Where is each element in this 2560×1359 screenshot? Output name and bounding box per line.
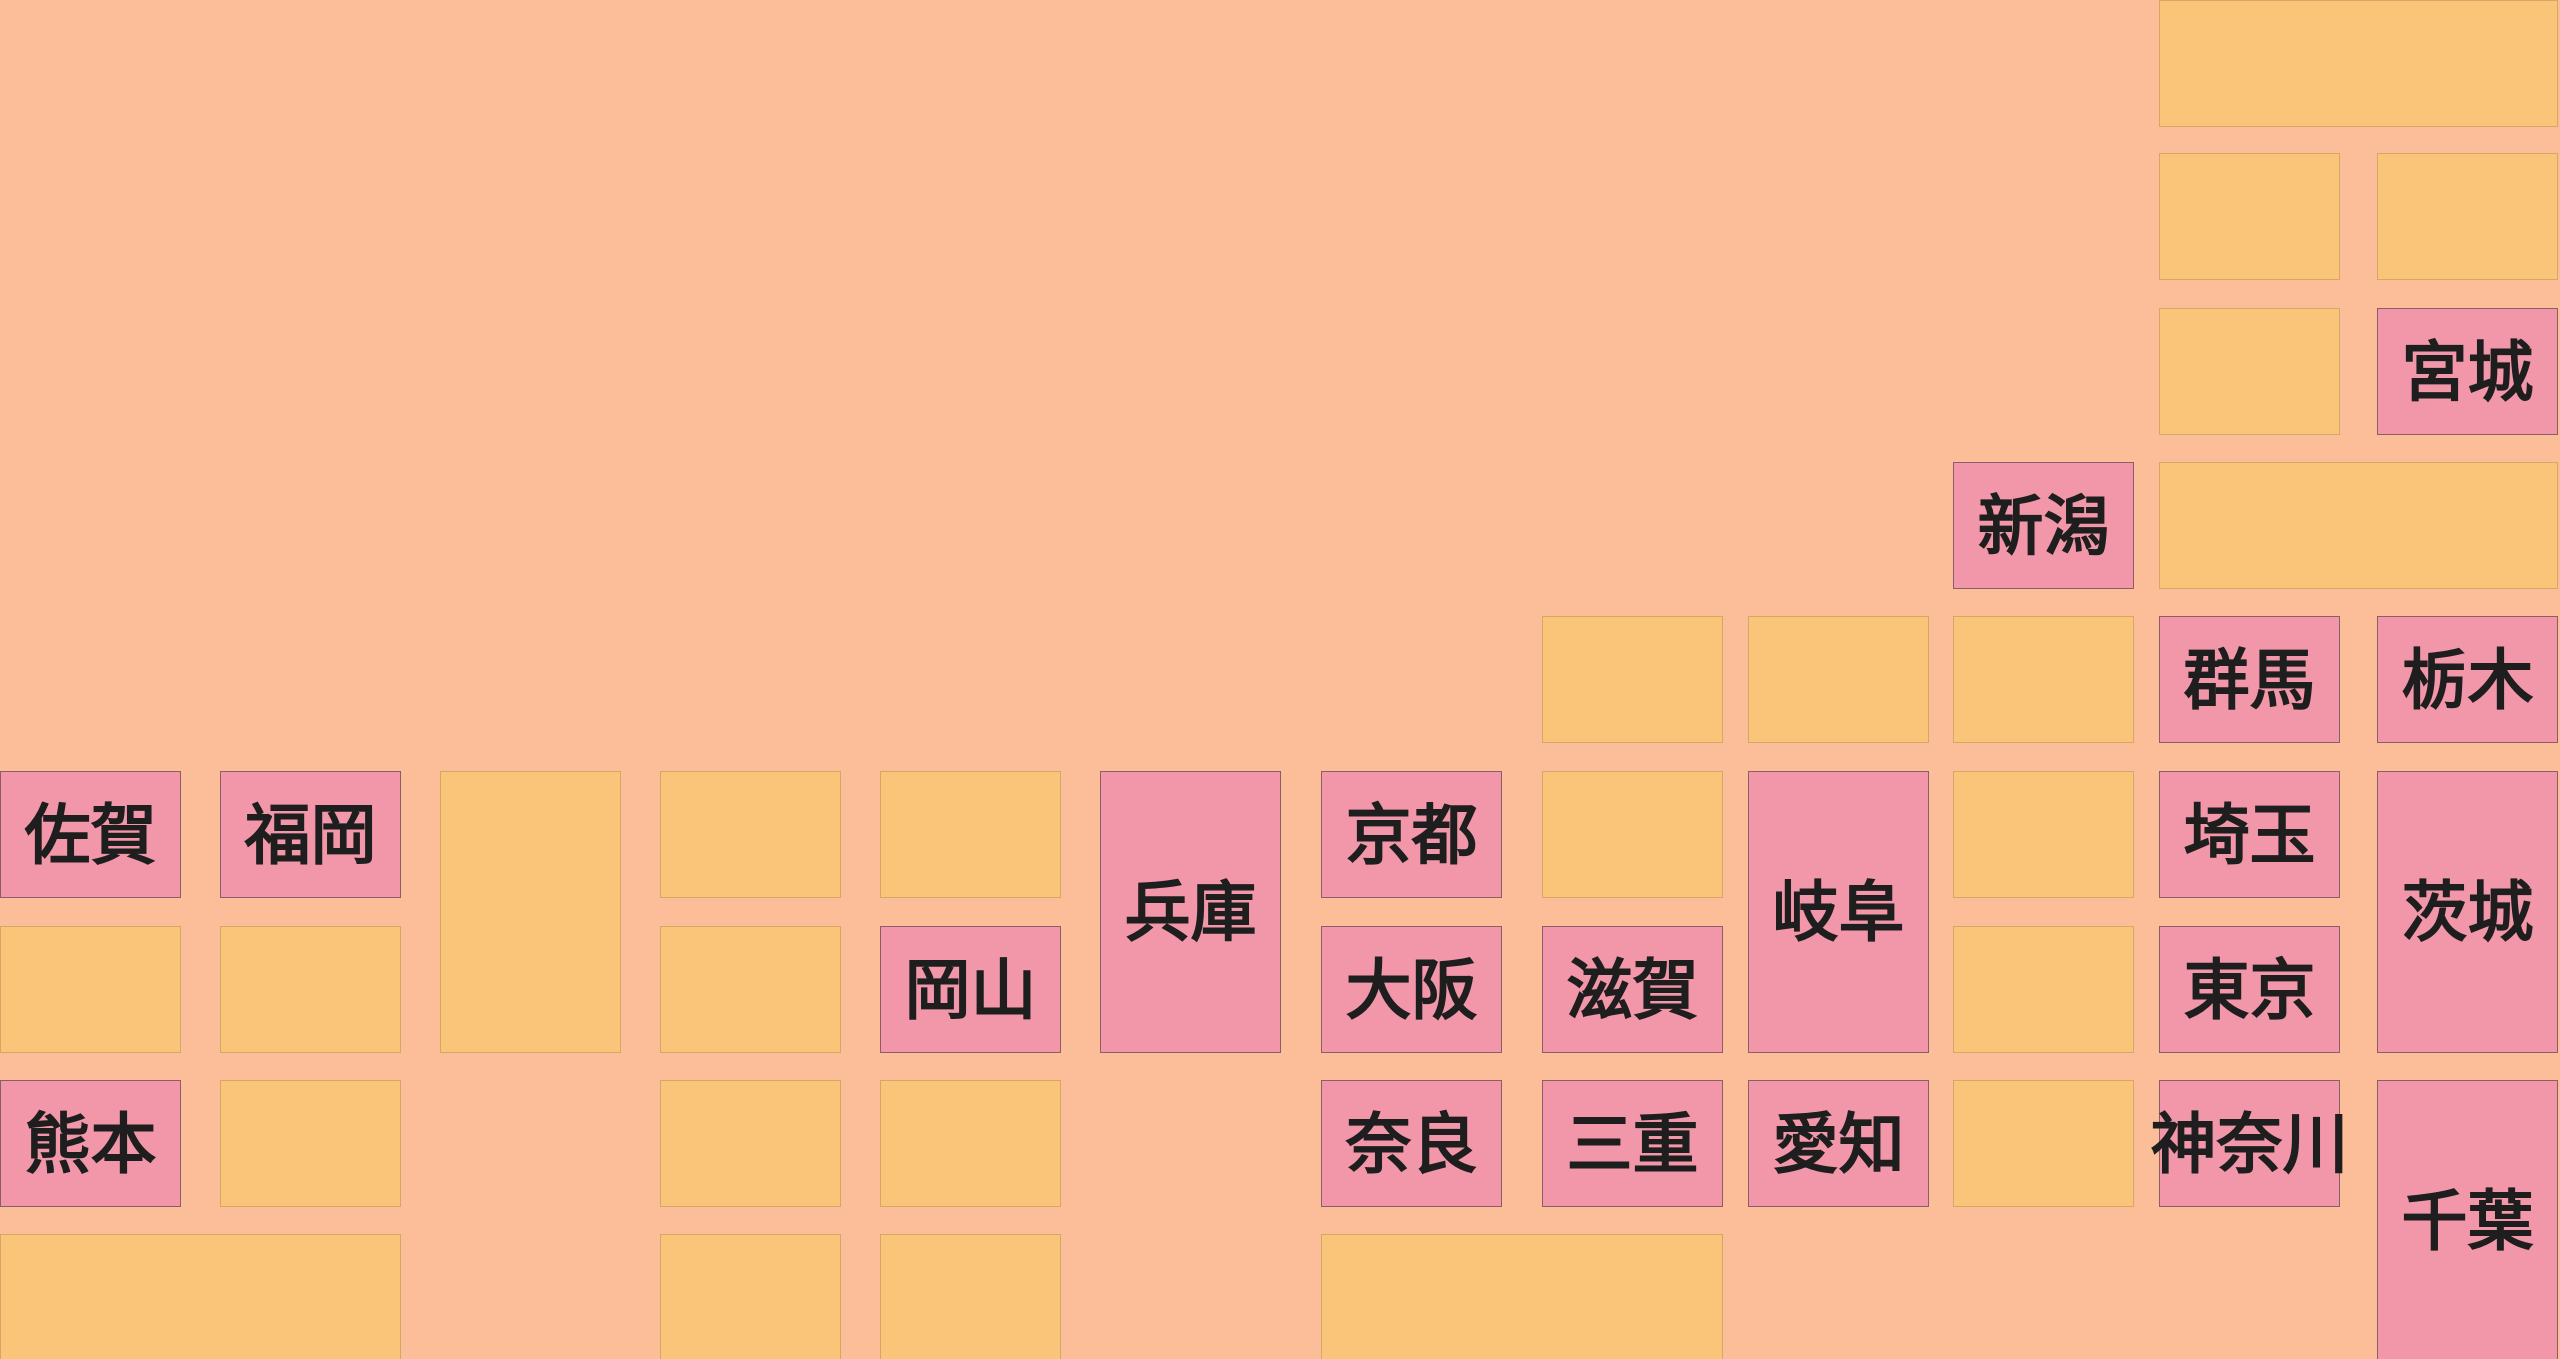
prefecture-label: 神奈川 <box>2150 1106 2349 1181</box>
tile-plain-h[interactable] <box>1953 616 2134 743</box>
tile-plain-q[interactable] <box>1953 926 2134 1053</box>
tile-plain-x[interactable] <box>880 1234 1061 1359</box>
tile-chiba[interactable]: 千葉 <box>2377 1080 2558 1359</box>
tile-plain-e[interactable] <box>2159 462 2558 589</box>
tile-plain-p[interactable] <box>660 926 841 1053</box>
prefecture-label: 東京 <box>2183 952 2316 1027</box>
prefecture-label: 群馬 <box>2183 642 2316 717</box>
prefecture-label: 宮城 <box>2401 334 2534 409</box>
prefecture-label: 三重 <box>1566 1106 1699 1181</box>
tile-plain-m[interactable] <box>1953 771 2134 898</box>
tile-tokyo[interactable]: 東京 <box>2159 926 2340 1053</box>
tile-plain-w[interactable] <box>660 1234 841 1359</box>
prefecture-label: 埼玉 <box>2183 797 2316 872</box>
tile-plain-i[interactable] <box>440 771 621 1053</box>
tile-nara[interactable]: 奈良 <box>1321 1080 1502 1207</box>
tile-plain-t[interactable] <box>880 1080 1061 1207</box>
prefecture-label: 茨城 <box>2401 875 2534 949</box>
tile-shiga[interactable]: 滋賀 <box>1542 926 1723 1053</box>
prefecture-label: 熊本 <box>24 1106 157 1181</box>
prefecture-label: 愛知 <box>1772 1106 1905 1181</box>
tile-plain-c[interactable] <box>2377 153 2558 280</box>
tile-mie[interactable]: 三重 <box>1542 1080 1723 1207</box>
tile-saitama[interactable]: 埼玉 <box>2159 771 2340 898</box>
tile-niigata[interactable]: 新潟 <box>1953 462 2134 589</box>
tile-plain-r[interactable] <box>220 1080 401 1207</box>
prefecture-label: 新潟 <box>1977 488 2110 563</box>
tile-kumamoto[interactable]: 熊本 <box>0 1080 181 1207</box>
prefecture-label: 岡山 <box>904 952 1037 1027</box>
prefecture-label: 福岡 <box>244 797 377 872</box>
tile-tochigi[interactable]: 栃木 <box>2377 616 2558 743</box>
tile-osaka[interactable]: 大阪 <box>1321 926 1502 1053</box>
prefecture-label: 栃木 <box>2401 642 2534 717</box>
tile-plain-b[interactable] <box>2159 153 2340 280</box>
tile-plain-u[interactable] <box>1953 1080 2134 1207</box>
tile-plain-f[interactable] <box>1542 616 1723 743</box>
tile-plain-y[interactable] <box>1321 1234 1723 1359</box>
tile-saga[interactable]: 佐賀 <box>0 771 181 898</box>
tile-gunma[interactable]: 群馬 <box>2159 616 2340 743</box>
tile-kyoto[interactable]: 京都 <box>1321 771 1502 898</box>
prefecture-label: 千葉 <box>2401 1183 2534 1258</box>
tile-plain-k[interactable] <box>880 771 1061 898</box>
prefecture-label: 大阪 <box>1345 952 1478 1027</box>
prefecture-label: 佐賀 <box>24 797 157 872</box>
tile-plain-l[interactable] <box>1542 771 1723 898</box>
prefecture-label: 滋賀 <box>1566 952 1699 1027</box>
tile-fukuoka[interactable]: 福岡 <box>220 771 401 898</box>
tile-kanagawa[interactable]: 神奈川 <box>2151 1080 2349 1207</box>
tile-plain-a[interactable] <box>2159 0 2558 127</box>
tile-okayama[interactable]: 岡山 <box>880 926 1061 1053</box>
tile-aichi[interactable]: 愛知 <box>1748 1080 1929 1207</box>
tile-plain-g[interactable] <box>1748 616 1929 743</box>
tile-plain-d[interactable] <box>2159 308 2340 435</box>
tile-ibaraki[interactable]: 茨城 <box>2377 771 2558 1053</box>
prefecture-label: 兵庫 <box>1124 875 1257 949</box>
tile-gifu[interactable]: 岐阜 <box>1748 771 1929 1053</box>
tile-miyagi[interactable]: 宮城 <box>2377 308 2558 435</box>
prefecture-label: 奈良 <box>1345 1106 1478 1181</box>
tile-plain-n[interactable] <box>0 926 181 1053</box>
tile-plain-v[interactable] <box>0 1234 401 1359</box>
tile-plain-j[interactable] <box>660 771 841 898</box>
tile-plain-s[interactable] <box>660 1080 841 1207</box>
tile-hyogo[interactable]: 兵庫 <box>1100 771 1281 1053</box>
prefecture-label: 岐阜 <box>1772 875 1905 949</box>
tile-plain-o[interactable] <box>220 926 401 1053</box>
prefecture-label: 京都 <box>1345 797 1478 872</box>
